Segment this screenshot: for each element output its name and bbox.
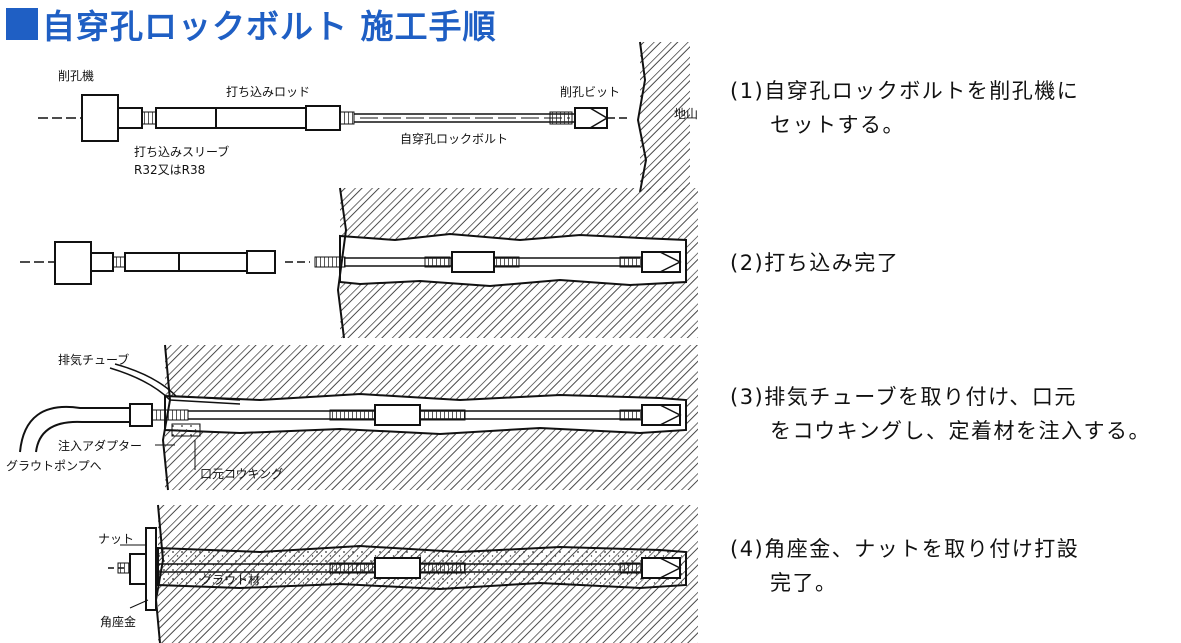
step1-figure: 削孔機 打ち込みロッド 削孔ビット 地山 自穿孔ロックボルト 打ち込みスリーブ …: [38, 41, 698, 193]
rock-bolt-4: [108, 557, 682, 579]
label-sleeve-spec: R32又はR38: [134, 163, 205, 177]
ground-block-4: [154, 504, 698, 643]
label-grout-material: グラウト材: [200, 573, 260, 587]
square-washer-and-nut: [129, 527, 157, 611]
label-square-washer: 角座金: [100, 614, 136, 629]
step-1-text: (1)自穿孔ロックボルトを削孔機に セットする。: [730, 74, 1079, 142]
step-1-line1: (1)自穿孔ロックボルトを削孔機に: [730, 79, 1080, 103]
rock-bolt-1: [354, 107, 630, 129]
rock-bolt-2: [314, 251, 682, 273]
label-exhaust-tube: 排気チューブ: [58, 352, 129, 367]
step2-figure: [20, 187, 698, 339]
drive-rod-1: [141, 105, 355, 131]
label-nut: ナット: [98, 532, 134, 546]
label-drill-bit: 削孔ビット: [560, 85, 620, 99]
step-1-line2: セットする。: [770, 113, 905, 137]
label-drive-sleeve: 打ち込みスリーブ: [134, 144, 229, 159]
grout-hose: [19, 403, 153, 453]
step-2-line1: (2)打ち込み完了: [730, 251, 900, 275]
step-3-line2: をコウキングし、定着材を注入する。: [770, 419, 1152, 443]
drill-machine-1: [38, 94, 143, 142]
step3-figure: 排気チューブ 注入アダプター グラウトポンプへ 口元コウキング: [6, 344, 698, 491]
step-4-text: (4)角座金、ナットを取り付け打設 完了。: [730, 532, 1079, 600]
exhaust-tube: [109, 363, 241, 405]
label-bolt: 自穿孔ロックボルト: [400, 131, 508, 146]
label-ground: 地山: [674, 107, 698, 121]
title-text: 自穿孔ロックボルト 施工手順: [42, 7, 497, 46]
caulking: [171, 423, 201, 437]
drill-machine-2: [20, 241, 310, 285]
title-square-icon: [6, 8, 38, 40]
label-drill-machine: 削孔機: [58, 68, 94, 83]
ground-wall-1: [636, 41, 690, 193]
rock-bolt-3: [151, 404, 682, 426]
label-mouth-caulking: 口元コウキング: [200, 467, 283, 481]
step-3-line1: (3)排気チューブを取り付け、口元: [730, 385, 1077, 409]
step-4-line2: 完了。: [770, 571, 838, 595]
step4-figure: ナット グラウト材 角座金: [98, 504, 698, 643]
label-to-grout-pump: グラウトポンプへ: [6, 459, 102, 473]
construction-diagram: 削孔機 打ち込みロッド 削孔ビット 地山 自穿孔ロックボルト 打ち込みスリーブ …: [6, 41, 698, 643]
label-drive-rod: 打ち込みロッド: [226, 85, 310, 99]
step-2-text: (2)打ち込み完了: [730, 246, 899, 280]
step-3-text: (3)排気チューブを取り付け、口元 をコウキングし、定着材を注入する。: [730, 380, 1151, 448]
step-4-line1: (4)角座金、ナットを取り付け打設: [730, 537, 1080, 561]
page-title: 自穿孔ロックボルト 施工手順: [6, 2, 497, 46]
label-injection-adapter: 注入アダプター: [58, 438, 142, 453]
